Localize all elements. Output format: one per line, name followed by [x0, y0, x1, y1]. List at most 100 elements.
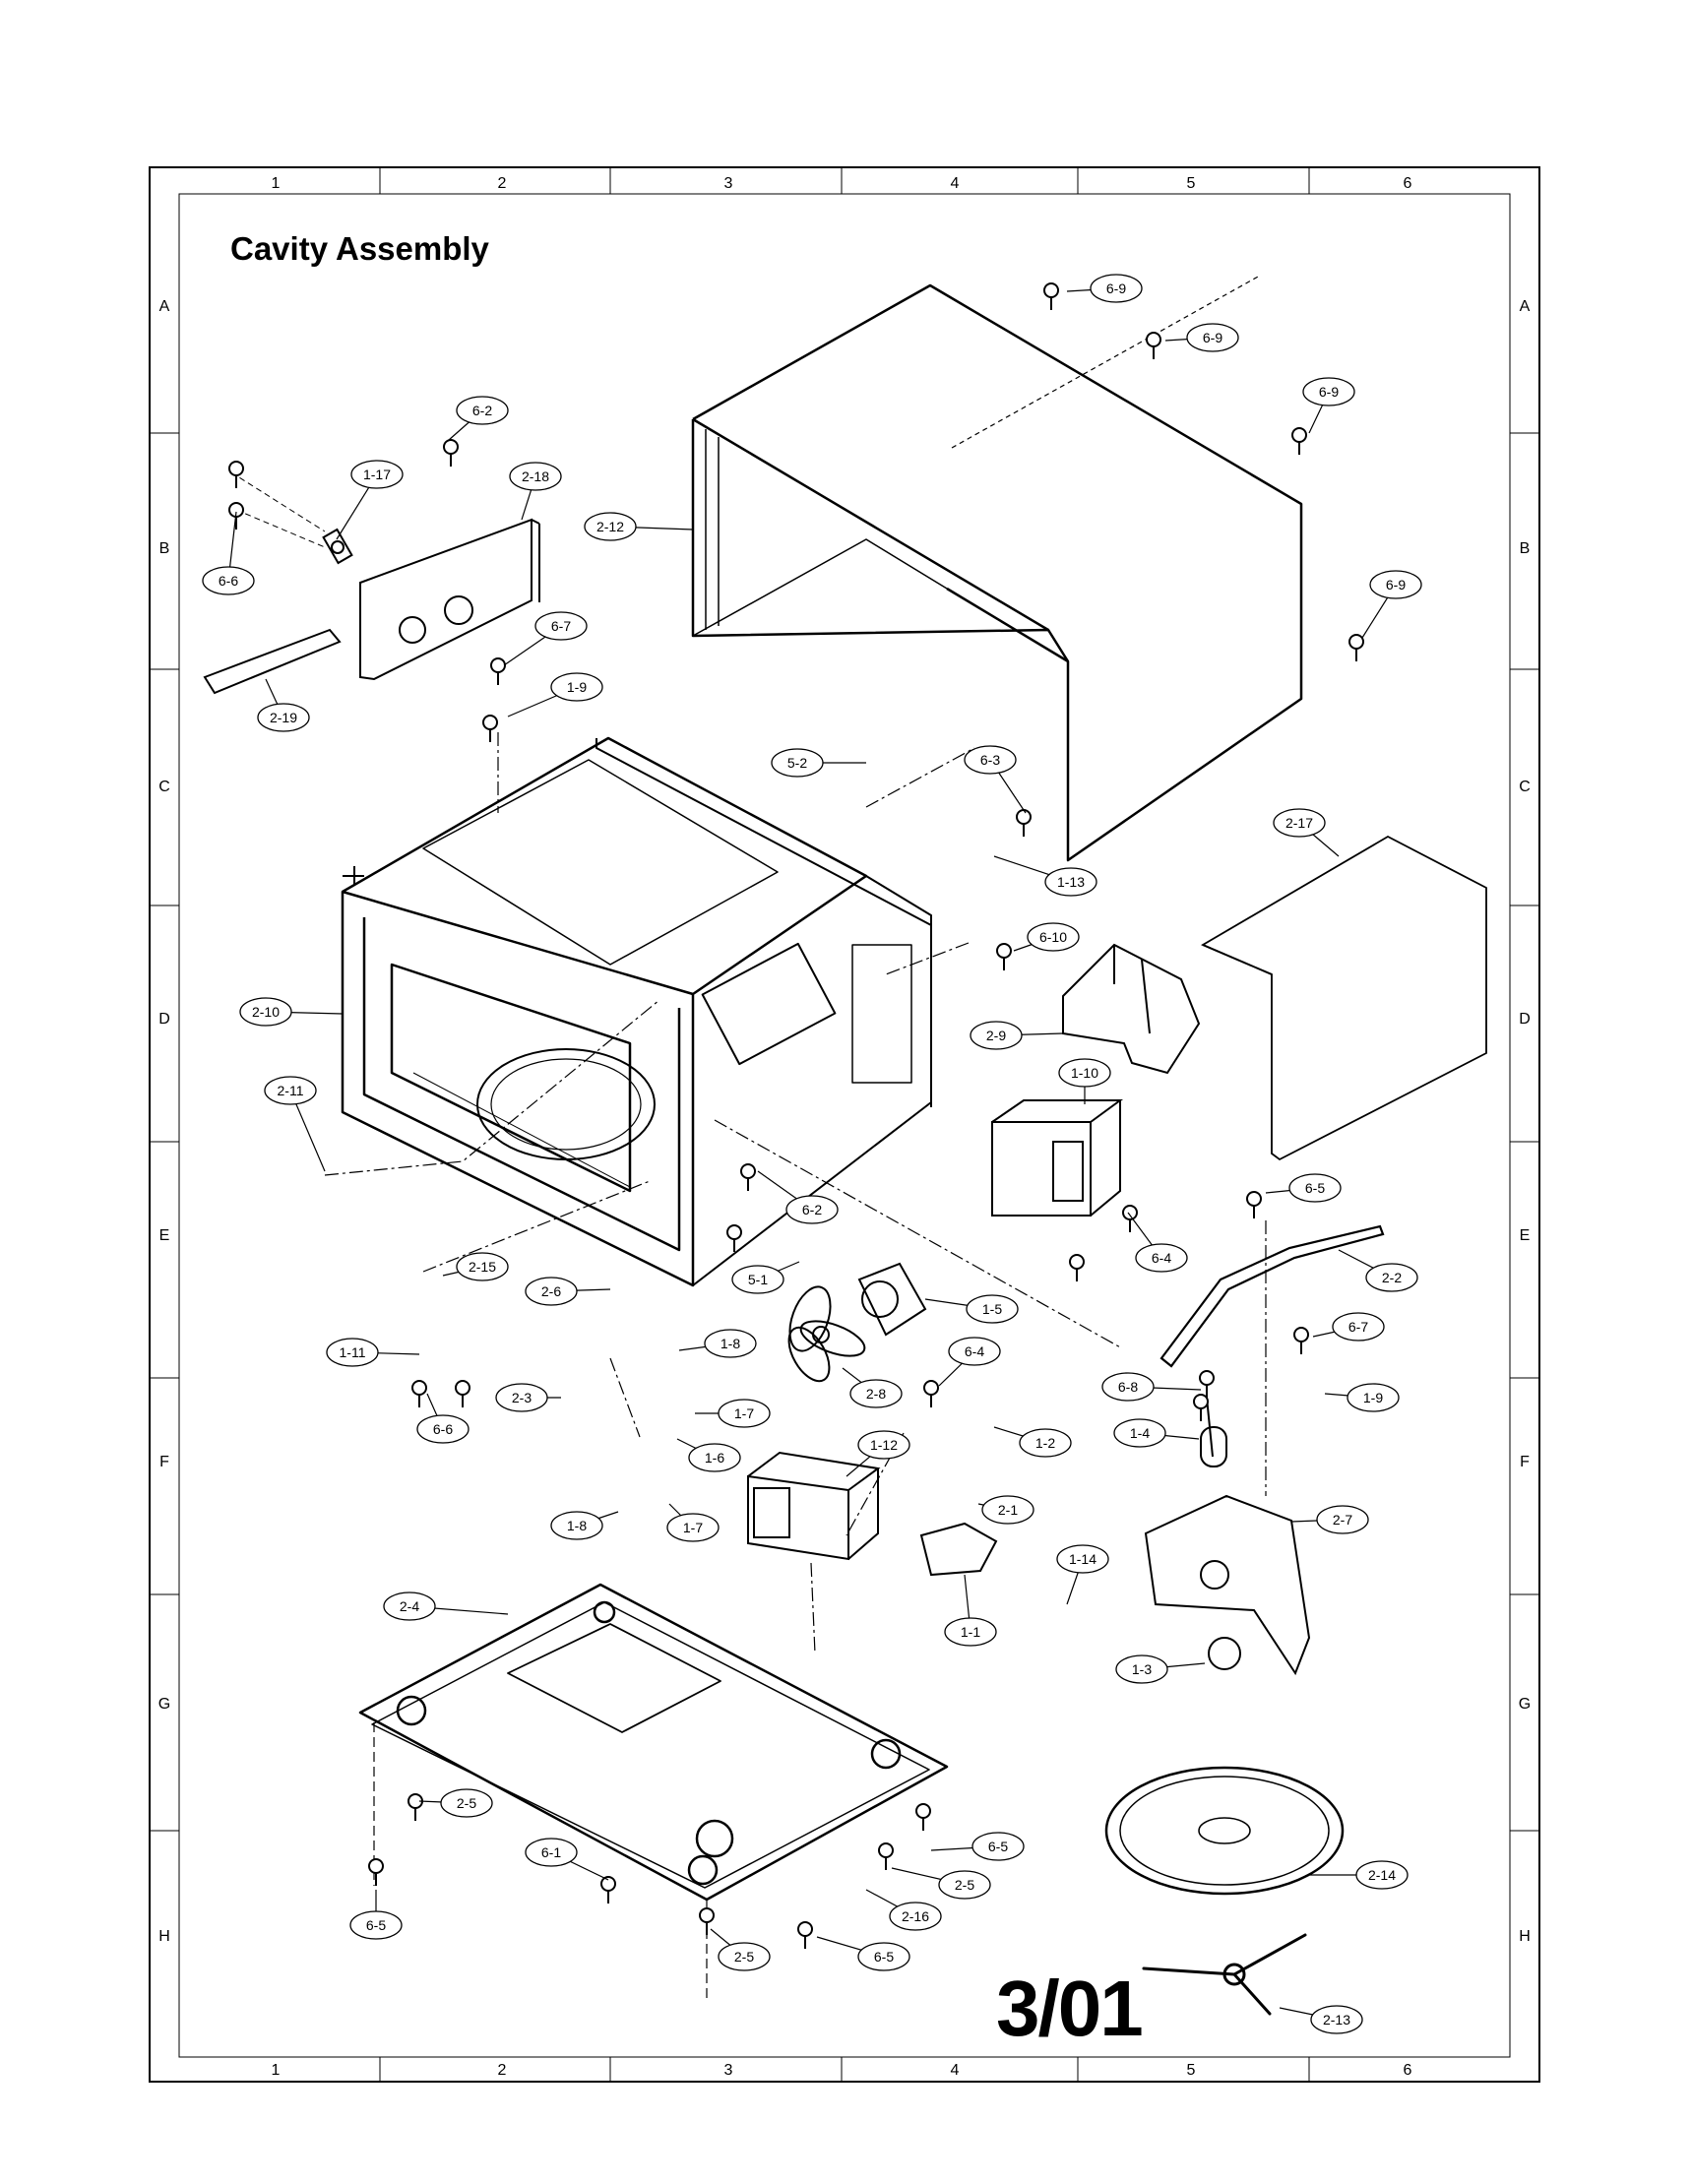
callout-2-13: 2-13 [1279, 2005, 1363, 2034]
screw [797, 1921, 813, 1949]
callout-label: 2-10 [252, 1004, 280, 1020]
callout-6-6: 6-6 [416, 1393, 470, 1444]
grid-col-1: 1 [272, 2062, 281, 2079]
callout-label: 6-9 [1203, 330, 1222, 345]
grid-row-D: D [1519, 1011, 1531, 1028]
callout-2-5: 2-5 [710, 1928, 771, 1971]
grid-row-D: D [158, 1011, 170, 1028]
transformer-1-12 [747, 1451, 881, 1561]
callout-label: 6-4 [965, 1343, 984, 1359]
callout-1-14: 1-14 [1056, 1544, 1109, 1605]
callout-2-10: 2-10 [239, 997, 344, 1027]
callout-2-12: 2-12 [584, 512, 694, 541]
callout-label: 1-12 [870, 1437, 898, 1453]
grid-row-E: E [159, 1227, 170, 1244]
grid-col-1: 1 [272, 175, 281, 192]
screw [699, 1907, 715, 1935]
callout-2-6: 2-6 [525, 1277, 611, 1306]
callout-label: 2-5 [955, 1877, 974, 1893]
fan-motor-1-5 [857, 1262, 927, 1337]
callout-6-4: 6-4 [1127, 1212, 1188, 1273]
callout-label: 6-5 [366, 1917, 386, 1933]
screw [878, 1842, 894, 1870]
grid-col-6: 6 [1404, 175, 1412, 192]
screw [600, 1876, 616, 1903]
callout-1-4: 1-4 [1113, 1418, 1200, 1448]
callout-label: 6-2 [472, 403, 492, 418]
callout-label: 2-5 [457, 1795, 476, 1811]
callout-2-3: 2-3 [495, 1383, 561, 1412]
roller-guide-2-13 [1142, 1933, 1307, 2016]
callout-6-2: 6-2 [448, 396, 509, 441]
callout-label: 1-7 [734, 1405, 754, 1421]
callout-label: 1-8 [567, 1518, 587, 1533]
callout-label: 6-6 [433, 1421, 453, 1437]
magnetron-1-10 [991, 1099, 1124, 1217]
screw [455, 1380, 470, 1407]
callout-label: 6-5 [874, 1949, 894, 1965]
screw [915, 1803, 931, 1831]
callout-label: 2-13 [1323, 2012, 1350, 2028]
grid-col-5: 5 [1187, 2062, 1196, 2079]
callout-label: 2-8 [866, 1386, 886, 1402]
bracket-2-2 [1159, 1224, 1385, 1368]
screws [228, 282, 1364, 1949]
callout-6-5: 6-5 [930, 1832, 1025, 1861]
callout-label: 1-3 [1132, 1661, 1152, 1677]
callout-label: 6-9 [1106, 281, 1126, 296]
callout-2-5: 2-5 [891, 1867, 991, 1900]
callout-1-8: 1-8 [550, 1511, 619, 1540]
side-panel-2-17 [1201, 835, 1487, 1161]
screw [1246, 1191, 1262, 1218]
callout-1-5: 1-5 [924, 1294, 1019, 1324]
screw [407, 1793, 423, 1821]
callout-6-7: 6-7 [1312, 1312, 1385, 1342]
turntable-tray-2-14 [1104, 1766, 1345, 1896]
bracket-2-7 [1144, 1397, 1311, 1676]
screw [368, 1858, 384, 1886]
screw [443, 439, 459, 467]
screw [228, 502, 244, 530]
callout-label: 1-17 [363, 467, 391, 482]
drawing-frame [149, 166, 1540, 2083]
callout-label: 2-7 [1333, 1512, 1352, 1528]
screw [411, 1380, 427, 1407]
callout-label: 2-19 [270, 710, 297, 725]
callout-1-17: 1-17 [336, 460, 404, 540]
callout-2-1: 2-1 [977, 1495, 1034, 1525]
callout-label: 2-3 [512, 1390, 532, 1405]
callout-label: 6-2 [802, 1202, 822, 1217]
callout-label: 2-9 [986, 1028, 1006, 1043]
callout-2-15: 2-15 [442, 1252, 509, 1281]
callout-1-7: 1-7 [666, 1503, 720, 1542]
callout-label: 1-13 [1057, 874, 1085, 890]
callout-label: 1-14 [1069, 1551, 1097, 1567]
callout-2-7: 2-7 [1290, 1505, 1369, 1534]
callout-label: 5-2 [787, 755, 807, 771]
callout-1-6: 1-6 [676, 1438, 741, 1472]
callout-label: 2-15 [469, 1259, 496, 1275]
grid-row-F: F [1520, 1454, 1530, 1470]
oven-cavity-2-10 [341, 736, 932, 1287]
grid-col-3: 3 [724, 175, 733, 192]
callout-2-4: 2-4 [383, 1591, 509, 1621]
callout-5-1: 5-1 [731, 1261, 800, 1294]
callout-1-10: 1-10 [1058, 1058, 1111, 1104]
callout-1-12: 1-12 [846, 1430, 910, 1477]
grid-col-2: 2 [498, 175, 507, 192]
callout-label: 6-10 [1039, 929, 1067, 945]
screw [726, 1224, 742, 1252]
callout-6-1: 6-1 [525, 1838, 609, 1881]
outer-cabinet-2-12 [691, 275, 1303, 862]
screw [482, 715, 498, 742]
callout-1-9: 1-9 [507, 672, 603, 718]
callout-label: 2-17 [1285, 815, 1313, 831]
callout-1-13: 1-13 [993, 855, 1097, 897]
callout-label: 1-9 [1363, 1390, 1383, 1405]
callout-label: 6-3 [980, 752, 1000, 768]
